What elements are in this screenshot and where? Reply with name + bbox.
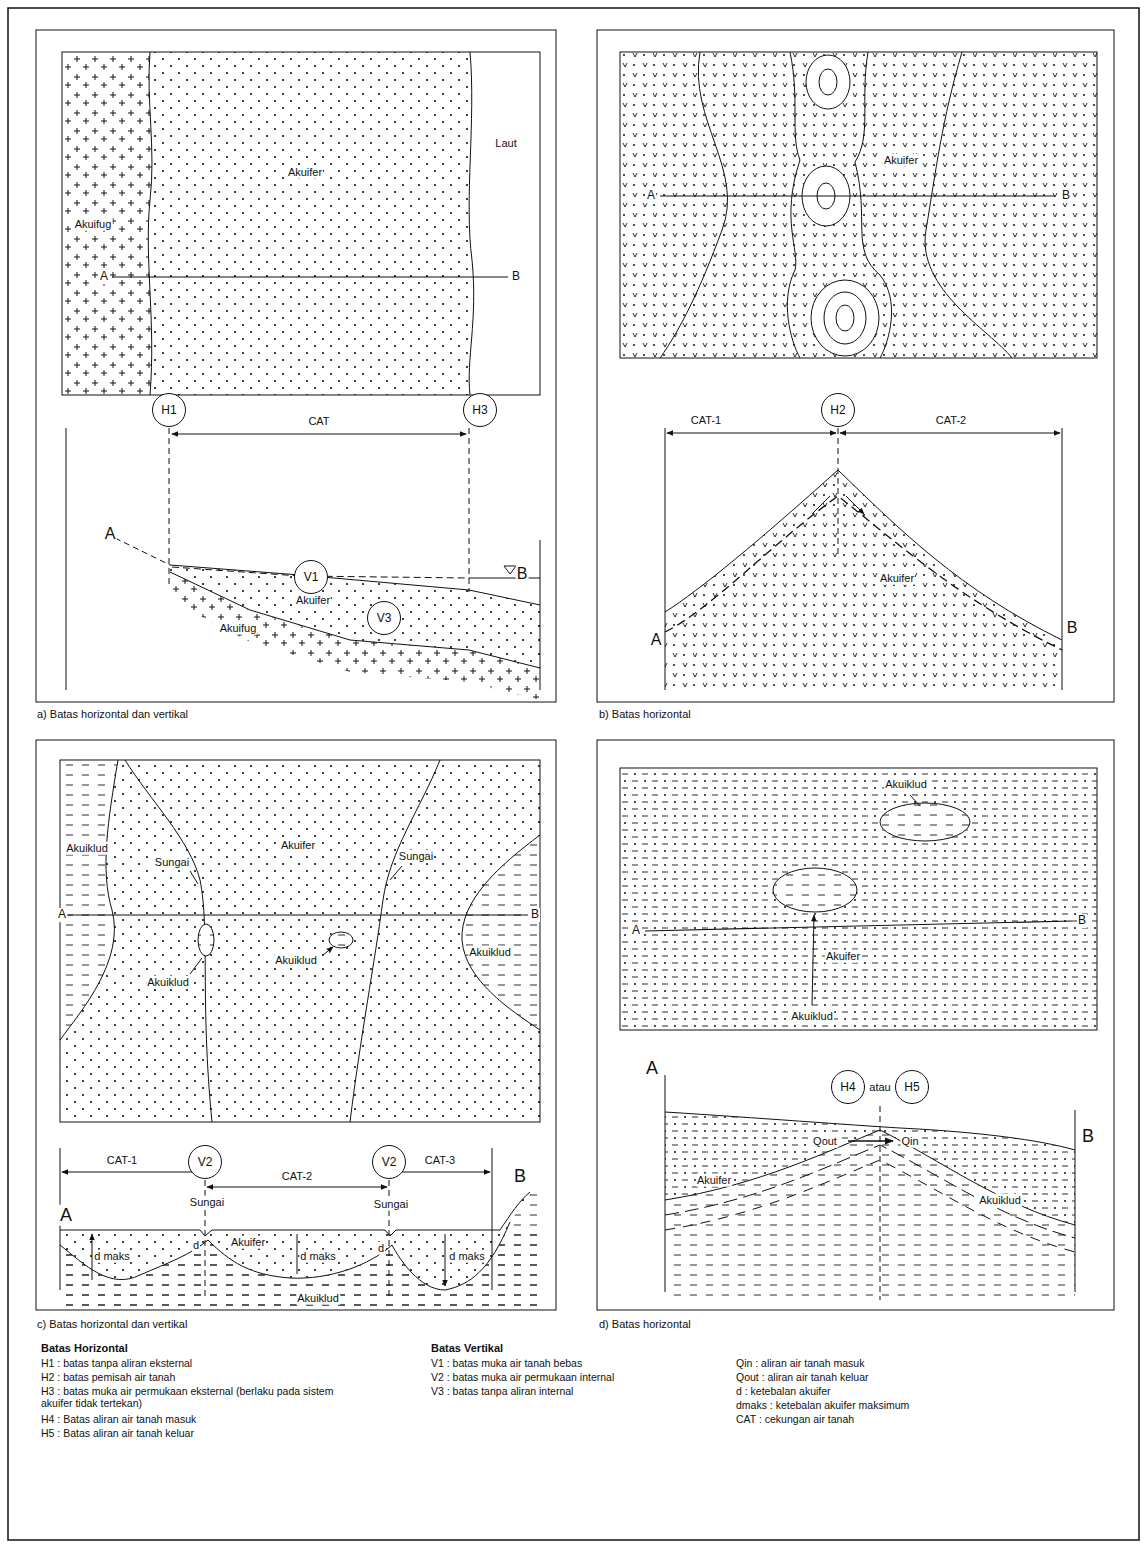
panel-caption: a) Batas horizontal dan vertikal [36,708,189,721]
boundary-code: V3 [377,611,392,625]
section-end: A [59,1205,73,1226]
panel-caption: b) Batas horizontal [598,708,692,721]
section-end: B [530,908,540,922]
basin-label: CAT-1 [690,414,722,427]
boundary-code: H4 [840,1080,855,1094]
region-label: Akuifer [883,154,919,167]
section-end: A [646,189,656,203]
boundary-circle: H5 [895,1070,929,1104]
legend-entry: d : ketebalan akuifer [735,1385,832,1397]
boundary-code: V2 [198,1155,213,1169]
legend-entry: Qout : aliran air tanah keluar [735,1371,870,1383]
section-end: A [99,270,109,284]
legend-entry: H5 : Batas aliran air tanah keluar [40,1427,195,1439]
river-label: Sungai [373,1198,409,1211]
section-end: A [645,1058,659,1079]
basin-label: CAT [307,415,330,428]
legend-entry: Qin : aliran air tanah masuk [735,1357,865,1369]
boundary-code: V2 [382,1155,397,1169]
legend-entry: H4 : Batas aliran air tanah masuk [40,1413,197,1425]
layer-label: Akuifer [879,572,915,585]
boundary-code: H3 [472,403,487,417]
connector-word: atau [868,1081,891,1094]
flow-label: Qout [812,1135,838,1148]
legend-heading: Batas Horizontal [40,1342,129,1355]
thickness-label: d maks [448,1250,485,1263]
basin-label: CAT-3 [424,1154,456,1167]
boundary-circle: H2 [821,393,855,427]
river-label: Sungai [154,856,190,869]
boundary-code: V1 [304,570,319,584]
boundary-circle: V2 [372,1145,406,1179]
section-end: B [1066,619,1079,637]
layer-label: Akuifer [295,594,331,607]
region-label: Akuifer [287,166,323,179]
boundary-code: H1 [161,403,176,417]
boundary-code: H5 [904,1080,919,1094]
river-label: Sungai [398,850,434,863]
thickness-label: d [377,1242,385,1255]
boundary-circle: H4 [831,1070,865,1104]
section-end: B [1061,189,1071,203]
region-label: Akuifug [74,218,113,231]
section-end: B [516,565,529,583]
boundary-circle: V2 [188,1145,222,1179]
region-label: Akuiklud [468,946,512,959]
flow-label: Qin [900,1135,919,1148]
panel-caption: c) Batas horizontal dan vertikal [36,1318,188,1331]
section-end: A [104,525,117,543]
region-label: Akuifer [825,950,861,963]
section-end: A [57,908,67,922]
layer-label: Akuifug [219,622,258,635]
thickness-label: d maks [299,1250,336,1263]
layer-label: Akuiklud [978,1194,1022,1207]
river-label: Sungai [189,1196,225,1209]
basin-label: CAT-2 [935,414,967,427]
section-end: A [650,631,663,649]
legend-entry: V3 : batas tanpa aliran internal [430,1385,574,1397]
legend-entry: H3 : batas muka air permukaan eksternal … [40,1385,342,1409]
layer-label: Akuifer [230,1236,266,1249]
section-end: A [631,924,641,938]
region-label: Akuiklud [884,778,928,791]
boundary-circle: H1 [152,393,186,427]
thickness-label: d [192,1239,200,1252]
legend-entry: V2 : batas muka air permukaan internal [430,1371,615,1383]
region-label: Akuifer [280,839,316,852]
section-end: B [513,1166,527,1187]
legend-entry: V1 : batas muka air tanah bebas [430,1357,583,1369]
boundary-circle: H3 [463,393,497,427]
region-label: Laut [494,137,517,150]
section-end: B [511,270,521,284]
legend-entry: CAT : cekungan air tanah [735,1413,855,1425]
region-label: Akuiklud [274,954,318,967]
region-label: Akuiklud [146,976,190,989]
layer-label: Akuiklud [296,1292,340,1305]
legend-heading: Batas Vertikal [430,1342,504,1355]
basin-label: CAT-2 [281,1170,313,1183]
basin-label: CAT-1 [106,1154,138,1167]
panel-caption: d) Batas horizontal [598,1318,692,1331]
section-end: B [1081,1126,1095,1147]
region-label: Akuiklud [790,1010,834,1023]
region-label: Akuiklud [65,842,109,855]
boundary-code: H2 [830,403,845,417]
layer-label: Akuifer [696,1174,732,1187]
boundary-circle: V1 [294,560,328,594]
legend-entry: dmaks : ketebalan akuifer maksimum [735,1399,910,1411]
legend-entry: H2 : batas pemisah air tanah [40,1371,176,1383]
boundary-circle: V3 [367,601,401,635]
legend-entry: H1 : batas tanpa aliran eksternal [40,1357,193,1369]
thickness-label: d maks [93,1250,130,1263]
section-end: B [1077,914,1087,928]
